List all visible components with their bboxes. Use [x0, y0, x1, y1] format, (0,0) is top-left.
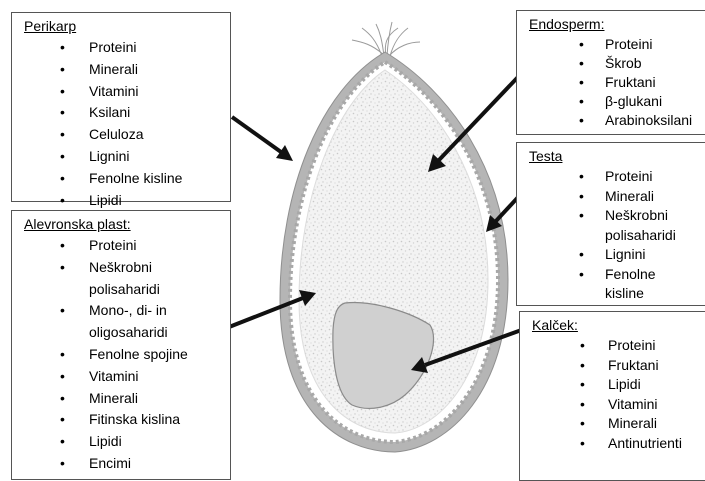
- testa-title: Testa: [529, 147, 705, 165]
- list-item: Vitamini: [24, 81, 222, 103]
- list-item: Minerali: [24, 388, 222, 410]
- list-item: Lignini: [24, 146, 222, 168]
- endosperm-title: Endosperm:: [529, 15, 705, 33]
- endosperm-list: Proteini Škrob Fruktani β-glukani Arabin…: [529, 35, 705, 130]
- list-item: Lipidi: [24, 431, 222, 453]
- alevronska-plast-title: Alevronska plast:: [24, 215, 222, 233]
- list-item: Vitamini: [24, 366, 222, 388]
- list-item: Proteini: [532, 336, 705, 356]
- perikarp-box: Perikarp Proteini Minerali Vitamini Ksil…: [11, 12, 231, 202]
- list-item: Minerali: [532, 414, 705, 434]
- kalcek-title: Kalček:: [532, 316, 705, 334]
- alevronska-plast-box: Alevronska plast: Proteini Neškrobni pol…: [11, 210, 231, 480]
- list-item: Fenolne kisline: [24, 168, 222, 190]
- list-item: Minerali: [529, 187, 705, 207]
- list-item: β-glukani: [529, 92, 705, 111]
- brush-hairs: [352, 22, 420, 56]
- list-item: Fruktani: [529, 73, 705, 92]
- list-item: Encimi: [24, 453, 222, 475]
- list-item: Fenolne kisline: [529, 265, 665, 304]
- perikarp-list: Proteini Minerali Vitamini Ksilani Celul…: [24, 37, 222, 211]
- list-item: Ksilani: [24, 102, 222, 124]
- list-item: Mono-, di- in oligosaharidi: [24, 300, 189, 344]
- list-item: Neškrobni polisaharidi: [24, 257, 169, 301]
- list-item: Arabinoksilani: [529, 111, 705, 130]
- arrow-perikarp: [232, 117, 293, 161]
- testa-box: Testa Proteini Minerali Neškrobni polisa…: [516, 142, 705, 306]
- list-item: Vitamini: [532, 395, 705, 415]
- alevronska-plast-list: Proteini Neškrobni polisaharidi Mono-, d…: [24, 235, 222, 475]
- list-item: Antinutrienti: [532, 434, 705, 454]
- perikarp-title: Perikarp: [24, 17, 222, 35]
- list-item: Proteini: [24, 235, 222, 257]
- list-item: Fenolne spojine: [24, 344, 222, 366]
- kalcek-box: Kalček: Proteini Fruktani Lipidi Vitamin…: [519, 311, 705, 481]
- list-item: Minerali: [24, 59, 222, 81]
- list-item: Celuloza: [24, 124, 222, 146]
- list-item: Neškrobni polisaharidi: [529, 206, 685, 245]
- list-item: Lipidi: [532, 375, 705, 395]
- list-item: Fitinska kislina: [24, 409, 222, 431]
- list-item: Proteini: [529, 167, 705, 187]
- list-item: Fruktani: [532, 356, 705, 376]
- testa-list: Proteini Minerali Neškrobni polisaharidi…: [529, 167, 705, 304]
- list-item: Proteini: [529, 35, 705, 54]
- list-item: Lipidi: [24, 190, 222, 212]
- kalcek-list: Proteini Fruktani Lipidi Vitamini Minera…: [532, 336, 705, 453]
- list-item: Škrob: [529, 54, 705, 73]
- list-item: Lignini: [529, 245, 705, 265]
- endosperm-box: Endosperm: Proteini Škrob Fruktani β-glu…: [516, 10, 705, 135]
- list-item: Proteini: [24, 37, 222, 59]
